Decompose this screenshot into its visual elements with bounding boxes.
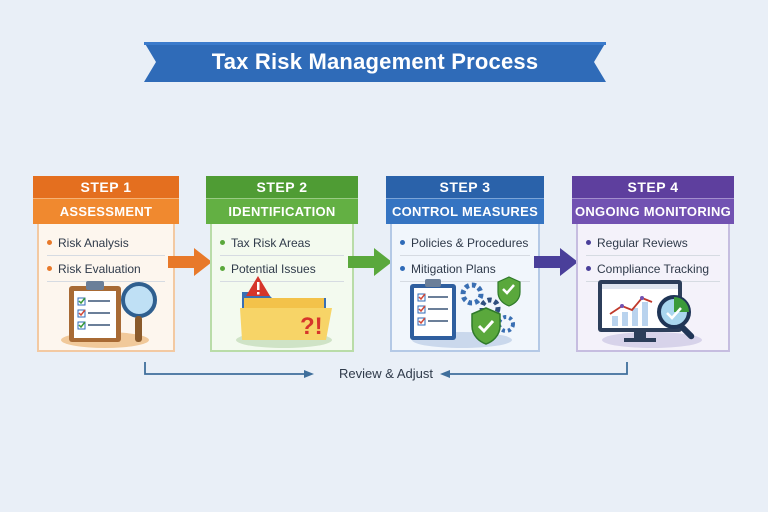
step-body: Tax Risk Areas Potential Issues ?! [210, 224, 354, 352]
bullet-dot-icon [47, 240, 52, 246]
title-banner: Tax Risk Management Process [144, 42, 606, 82]
step-body: Risk Analysis Risk Evaluation [37, 224, 175, 352]
bullet-dot-icon [220, 240, 225, 246]
bullet-dot-icon [400, 240, 405, 246]
step-body: Policies & Procedures Mitigation Plans [390, 224, 540, 352]
step-number: STEP 4 [572, 176, 734, 198]
bullet-dot-icon [586, 240, 591, 246]
bullet-item: Policies & Procedures [400, 230, 530, 256]
clipboard-magnifier-icon [39, 276, 173, 348]
review-adjust-loop: Review & Adjust [144, 362, 628, 384]
bullet-item: Risk Analysis [47, 230, 165, 256]
step-number: STEP 2 [206, 176, 358, 198]
step-control-measures: STEP 3 CONTROL MEASURES Policies & Proce… [386, 176, 544, 352]
bullet-item: Mitigation Plans [400, 256, 530, 282]
arrow-right-icon [348, 248, 392, 276]
bullet-list: Risk Analysis Risk Evaluation [39, 224, 173, 282]
page-title: Tax Risk Management Process [211, 49, 539, 74]
step-identification: STEP 2 IDENTIFICATION Tax Risk Areas Pot… [206, 176, 358, 352]
feedback-arrows-icon [144, 362, 628, 378]
bullet-list: Regular Reviews Compliance Tracking [578, 224, 728, 282]
step-number: STEP 3 [386, 176, 544, 198]
step-title: ONGOING MONITORING [572, 198, 734, 224]
bullet-dot-icon [400, 266, 405, 272]
folder-warning-icon: ?! [212, 276, 352, 348]
monitor-chart-magnifier-icon [578, 276, 728, 348]
svg-text:?!: ?! [300, 313, 323, 340]
step-assessment: STEP 1 ASSESSMENT Risk Analysis Risk Eva… [33, 176, 179, 352]
bullet-item: Risk Evaluation [47, 256, 165, 282]
ribbon-shape [144, 42, 606, 82]
bullet-list: Tax Risk Areas Potential Issues [212, 224, 352, 282]
review-adjust-label: Review & Adjust [339, 366, 433, 381]
bullet-item: Potential Issues [220, 256, 344, 282]
bullet-list: Policies & Procedures Mitigation Plans [392, 224, 538, 282]
bullet-dot-icon [586, 266, 591, 272]
step-title: IDENTIFICATION [206, 198, 358, 224]
clipboard-gears-shield-icon [392, 276, 538, 348]
arrow-right-icon [168, 248, 212, 276]
step-body: Regular Reviews Compliance Tracking [576, 224, 730, 352]
step-ongoing-monitoring: STEP 4 ONGOING MONITORING Regular Review… [572, 176, 734, 352]
step-number: STEP 1 [33, 176, 179, 198]
arrow-right-icon [534, 248, 578, 276]
step-title: CONTROL MEASURES [386, 198, 544, 224]
bullet-item: Regular Reviews [586, 230, 720, 256]
bullet-dot-icon [47, 266, 52, 272]
bullet-item: Tax Risk Areas [220, 230, 344, 256]
step-title: ASSESSMENT [33, 198, 179, 224]
bullet-dot-icon [220, 266, 225, 272]
